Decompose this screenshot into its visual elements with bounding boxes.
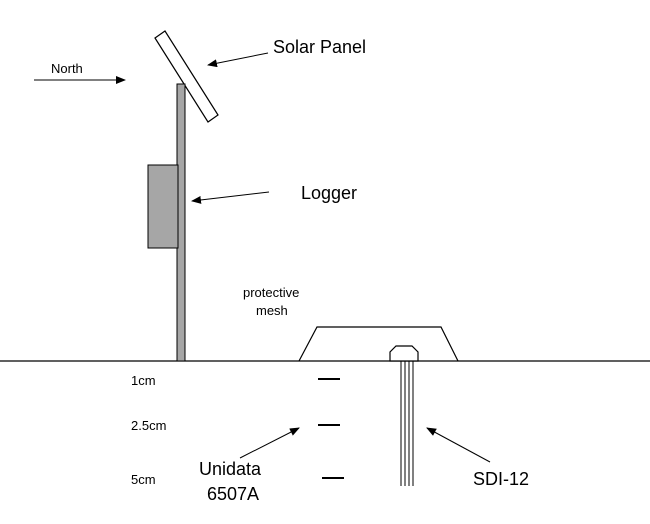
depth-label-5cm: 5cm — [131, 472, 156, 487]
protective-mesh-label-line1: protective — [243, 285, 299, 300]
unidata-arrow — [239, 427, 300, 459]
protective-mesh-label-line2: mesh — [256, 303, 288, 318]
depth-label-1cm: 1cm — [131, 373, 156, 388]
unidata-label-line2: 6507A — [207, 484, 259, 504]
unidata-label-line1: Unidata — [199, 459, 262, 479]
sdi12-sensor-head — [389, 345, 419, 362]
sdi12-label: SDI-12 — [473, 469, 529, 489]
solar-panel — [154, 30, 219, 123]
depth-label-2-5cm: 2.5cm — [131, 418, 166, 433]
protective-mesh — [298, 326, 459, 362]
solar-panel-arrow — [207, 52, 269, 68]
logger-box — [147, 164, 179, 249]
logger-label: Logger — [301, 183, 357, 203]
solar-panel-label: Solar Panel — [273, 37, 366, 57]
logger-arrow — [191, 191, 270, 204]
north-label: North — [51, 61, 83, 76]
sdi12-arrow — [426, 427, 491, 463]
